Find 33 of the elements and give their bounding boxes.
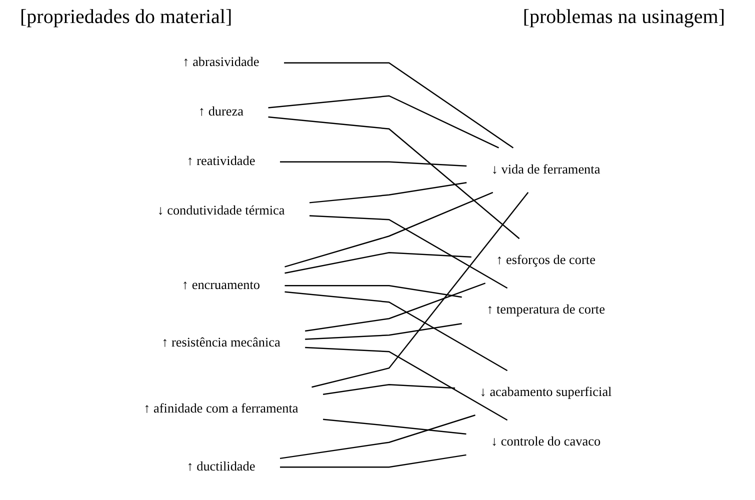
- node-text: ↑ afinidade com a ferramenta: [143, 402, 298, 416]
- node-text: ↑ abrasividade: [182, 55, 260, 70]
- node-text: ↑ temperatura de corte: [486, 302, 605, 317]
- connector: [268, 95, 499, 148]
- node-text: ↓ controle do cavaco: [490, 434, 600, 449]
- node-text: ↓ condutividade térmica: [157, 204, 285, 218]
- connector: [284, 62, 514, 148]
- connector: [284, 285, 462, 298]
- connector: [309, 215, 508, 289]
- column-heading: [propriedades do material]: [20, 6, 232, 30]
- connector: [311, 192, 528, 388]
- node-text: ↓ vida de ferramenta: [491, 162, 600, 177]
- connector: [284, 252, 472, 274]
- connector: [268, 116, 520, 240]
- node-text: ↑ encruamento: [182, 278, 260, 292]
- node-text: ↑ ductilidade: [186, 460, 256, 474]
- connector: [284, 291, 508, 372]
- column-heading: [problemas na usinagem]: [522, 6, 725, 30]
- connector: [304, 346, 508, 421]
- connector: [280, 454, 466, 468]
- connector: [322, 418, 466, 435]
- node-text: ↑ resistência mecânica: [161, 336, 280, 350]
- connector: [304, 323, 462, 340]
- connector: [322, 384, 455, 395]
- node-text: ↑ reatividade: [186, 154, 256, 168]
- connector: [280, 414, 476, 460]
- connector: [284, 192, 493, 268]
- connector: [304, 282, 486, 332]
- node-text: ↑ esforços de corte: [496, 253, 596, 268]
- node-text: ↑ dureza: [198, 104, 244, 119]
- connector: [309, 182, 466, 204]
- node-text: ↓ acabamento superficial: [480, 385, 612, 400]
- connector: [280, 161, 466, 167]
